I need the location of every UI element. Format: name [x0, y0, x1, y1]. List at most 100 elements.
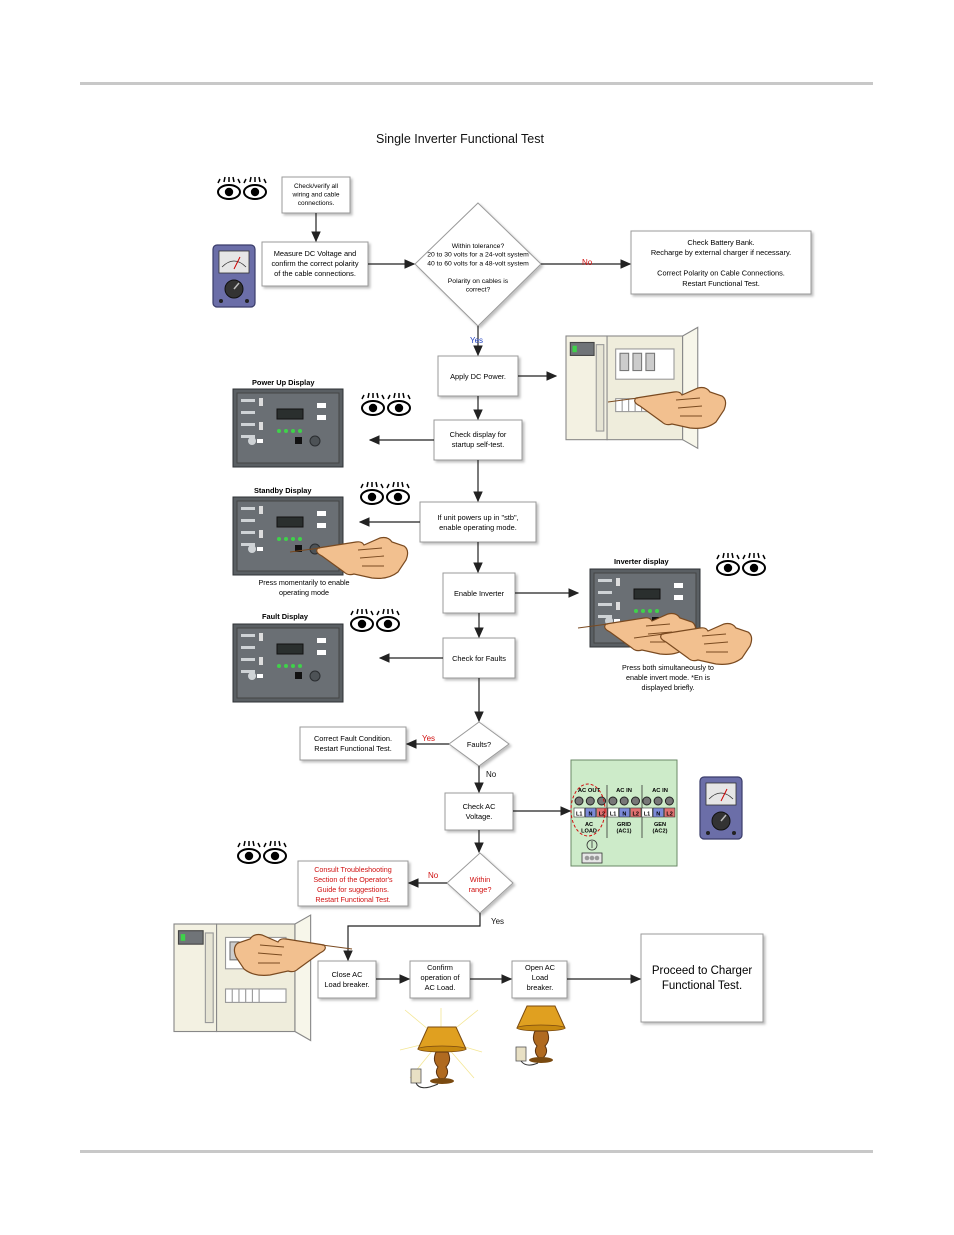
- terminal-slot: [664, 807, 676, 818]
- box-if-stb-text: If unit powers up in "stb",enable operat…: [437, 513, 518, 532]
- text-line: Confirm: [427, 963, 453, 972]
- text-line: GRID: [617, 822, 631, 828]
- terminal-slot: [573, 807, 585, 818]
- breaker-cabinet-icon: [565, 326, 699, 449]
- text-line: confirm the correct polarity: [271, 259, 358, 268]
- terminal-label: L2: [632, 811, 638, 817]
- decision-tolerance-text: Within tolerance? 20 to 30 volts for a 24…: [427, 243, 529, 294]
- text-line: Enable Inverter: [454, 589, 505, 598]
- text-line: displayed briefly.: [642, 683, 695, 692]
- text-line: range?: [468, 885, 491, 894]
- eyes-icon: [361, 482, 409, 504]
- text-line: Check Battery Bank.: [687, 238, 754, 247]
- label-inverter-display: Inverter display: [614, 557, 670, 566]
- terminal-header-ac-out: AC OUT: [578, 788, 601, 794]
- text-line: (AC2): [653, 829, 668, 835]
- text-line: LOAD: [581, 829, 597, 835]
- terminal-group-gen: GEN(AC2): [653, 822, 668, 835]
- text-line: Correct Fault Condition.: [314, 734, 392, 743]
- eyes-icon: [362, 393, 410, 415]
- label-range-no: No: [428, 871, 439, 880]
- terminal-header-ac-in-2: AC IN: [652, 788, 668, 794]
- multimeter-icon: [212, 244, 256, 308]
- box-check-battery-text: Check Battery Bank.Recharge by external …: [651, 238, 791, 288]
- decision-faults: Faults?: [448, 721, 510, 767]
- text-line: startup self-test.: [452, 440, 505, 449]
- text-line: Check AC: [463, 802, 497, 811]
- eyes-icon: [238, 841, 286, 863]
- text-line: of the cable connections.: [274, 269, 356, 278]
- terminal-screw: [631, 796, 640, 806]
- text-line: Load: [532, 973, 548, 982]
- text-line: Restart Functional Test.: [315, 895, 390, 904]
- terminal-label: N: [656, 811, 660, 817]
- text-line: Within tolerance?: [452, 243, 505, 250]
- terminal-slot: [630, 807, 642, 818]
- power-up-display-panel: [232, 388, 344, 468]
- text-line: Check display for: [450, 430, 507, 439]
- terminal-screw: [585, 796, 595, 806]
- label-fault-display: Fault Display: [262, 612, 309, 621]
- text-line: correct?: [466, 287, 491, 294]
- page-title: Single Inverter Functional Test: [376, 132, 544, 146]
- bottom-rule: [80, 1150, 873, 1153]
- terminal-screw: [653, 796, 663, 806]
- box-check-faults: Check for Faults: [442, 637, 516, 679]
- text-line: Restart Functional Test.: [314, 744, 392, 753]
- box-enable-inverter: Enable Inverter: [442, 572, 516, 614]
- lamp-icon: [515, 1005, 566, 1066]
- connectors: [311, 213, 642, 984]
- text-line: Guide for suggestions.: [317, 885, 389, 894]
- label-tol-no: No: [582, 258, 593, 267]
- text-line: Functional Test.: [662, 980, 742, 992]
- label-faults-no: No: [486, 770, 497, 779]
- terminal-screw: [597, 796, 607, 806]
- text-line: wiring and cable: [292, 192, 340, 199]
- box-enable-inverter-text: Enable Inverter: [454, 589, 505, 598]
- terminal-slot: [618, 807, 631, 818]
- fault-display-panel: [232, 623, 344, 703]
- terminal-screw: [619, 796, 629, 806]
- text-line: Faults?: [467, 740, 491, 749]
- text-line: Apply DC Power.: [450, 372, 506, 381]
- terminal-label: L1: [644, 811, 650, 817]
- text-line: enable operating mode.: [439, 523, 517, 532]
- label-standby-display: Standby Display: [254, 486, 312, 495]
- text-line: Check/verify all: [294, 183, 339, 190]
- top-rule: [80, 82, 873, 85]
- text-line: Voltage.: [466, 812, 493, 821]
- text-line: Check for Faults: [452, 654, 506, 663]
- box-correct-fault: Correct Fault Condition.Restart Function…: [299, 726, 407, 761]
- text-line: Consult Troubleshooting: [314, 865, 392, 874]
- text-line: Correct Polarity on Cable Connections.: [657, 269, 785, 278]
- text-line: operating mode: [279, 588, 329, 597]
- box-if-stb: If unit powers up in "stb",enable operat…: [419, 501, 537, 543]
- text-line: Close AC: [332, 970, 363, 979]
- text-line: Within: [470, 875, 491, 884]
- text-line: (AC1): [617, 829, 632, 835]
- terminal-screw: [608, 796, 618, 806]
- text-line: Press momentarily to enable: [258, 578, 349, 587]
- text-line: Load breaker.: [324, 980, 369, 989]
- text-line: 40 to 60 volts for a 48-volt system: [427, 260, 529, 267]
- text-line: operation of: [420, 973, 460, 982]
- terminal-label: N: [622, 811, 626, 817]
- text-line: 20 to 30 volts for a 24-volt system: [427, 252, 529, 259]
